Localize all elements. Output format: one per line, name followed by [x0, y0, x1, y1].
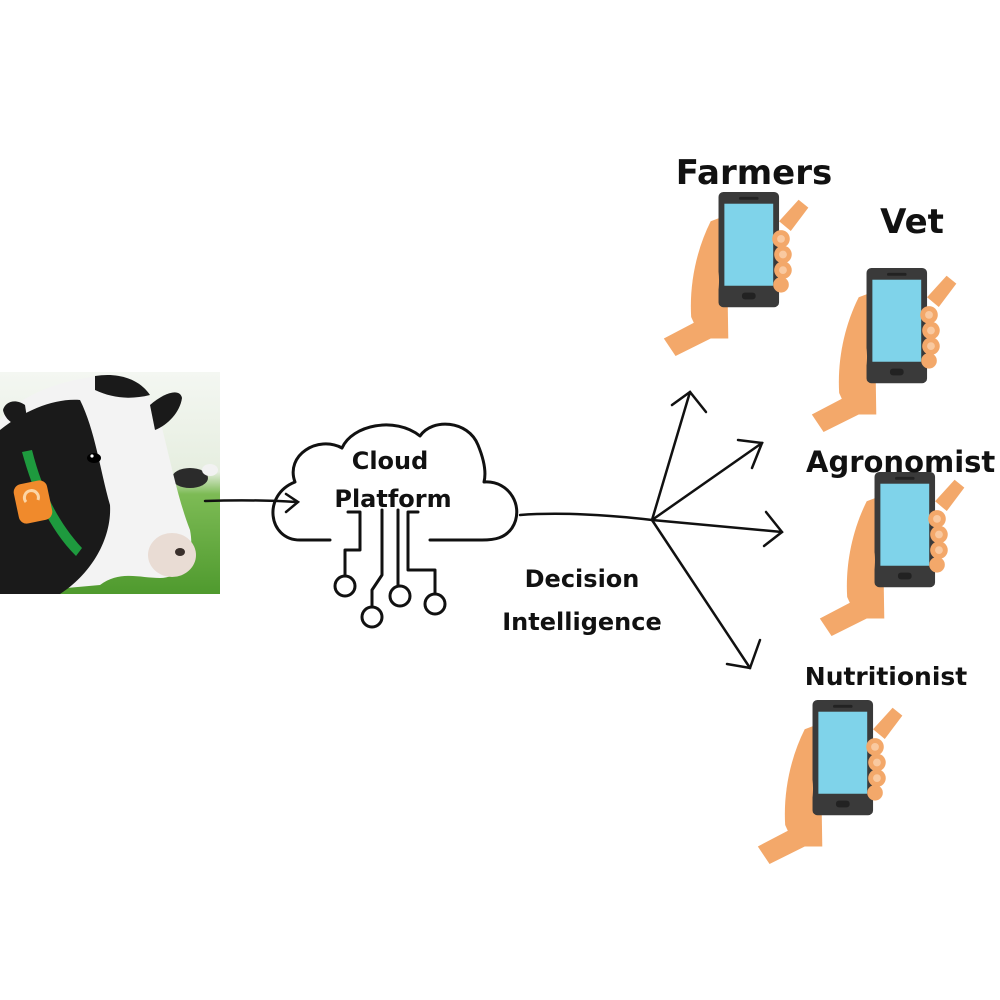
fanout-arrow-vet [650, 438, 764, 522]
recipient-farmers-label: Farmers [676, 153, 832, 193]
hand-phone-icon [757, 700, 903, 865]
cloud-circuit-icon [271, 422, 519, 629]
decision-label-line2: Intelligence [502, 608, 662, 636]
fanout-arrow-farmers [650, 390, 708, 522]
cloud-label-line2: Platform [334, 485, 451, 513]
recipient-nutritionist: Nutritionist [757, 662, 968, 865]
fanout-arrow-agronomist [650, 510, 784, 548]
hand-phone-icon [663, 192, 809, 357]
recipient-vet-label: Vet [880, 202, 944, 242]
hand-phone-icon [819, 472, 965, 637]
cloud-label-line1: Cloud [352, 447, 429, 475]
hand-phone-icon [811, 268, 957, 433]
arrow-cow-to-cloud [203, 492, 301, 514]
fanout-arrow-nutritionist [650, 518, 762, 670]
cow-photo [0, 372, 220, 594]
recipient-nutritionist-label: Nutritionist [805, 662, 968, 691]
arrow-cloud-to-hub [518, 512, 654, 522]
decision-label-line1: Decision [525, 565, 640, 593]
recipient-vet: Vet [811, 202, 957, 433]
recipient-agronomist-label: Agronomist [806, 445, 995, 479]
recipient-farmers: Farmers [663, 153, 832, 357]
recipient-agronomist: Agronomist [806, 445, 995, 637]
